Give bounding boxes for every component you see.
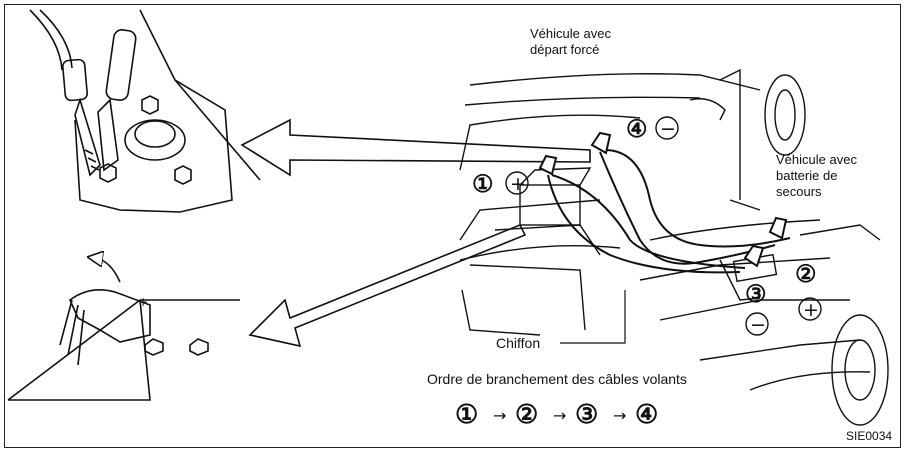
order-title: Ordre de branchement des câbles volants — [427, 371, 687, 387]
label-rag: Chiffon — [496, 335, 540, 351]
label-vehicle-backup: Véhicule avec batterie de secours — [776, 152, 857, 199]
connection-sequence: ① → ② → ③ → ④ — [455, 399, 658, 429]
battery-terminal-icon: + — [7, 258, 240, 401]
label-line: départ forcé — [530, 42, 599, 57]
car-engine-bay-icon — [459, 68, 889, 426]
callout-sign: − — [750, 314, 766, 336]
callout-number: ② — [795, 261, 817, 288]
callout-3: ③ − — [745, 281, 769, 336]
sign-circle — [655, 116, 679, 140]
callout-2: ② + — [795, 261, 822, 321]
label-line: Véhicule avec — [776, 152, 857, 167]
label-line: secours — [776, 184, 822, 199]
callout-1: ① + — [472, 171, 529, 198]
sign-circle — [505, 171, 529, 195]
sequence-arrow: → — [553, 406, 566, 425]
figure-code: SIE0034 — [846, 429, 892, 443]
sign-circle — [798, 297, 822, 321]
sequence-step-4: ④ — [635, 399, 658, 429]
callout-4: ④ − — [626, 116, 679, 143]
jumper-cable-icon — [538, 131, 791, 344]
callout-number: ③ — [745, 281, 767, 308]
svg-text:+: + — [138, 295, 148, 309]
callout-sign: + — [803, 299, 819, 321]
sequence-step-2: ② — [515, 399, 538, 429]
callout-sign: + — [510, 173, 526, 195]
clamp-closeup-icon — [29, 9, 261, 213]
sequence-arrow: → — [613, 406, 626, 425]
label-line: batterie de — [776, 168, 837, 183]
label-vehicle-forced: Véhicule avec départ forcé — [530, 26, 611, 57]
callout-number: ④ — [626, 116, 648, 143]
pointer-arrow-icon — [240, 118, 591, 348]
figure-frame — [4, 4, 901, 448]
sequence-arrow: → — [493, 406, 506, 425]
sequence-step-3: ③ — [575, 399, 598, 429]
sign-circle — [745, 312, 769, 336]
callout-sign: − — [660, 118, 676, 140]
callout-number: ① — [472, 171, 494, 198]
sequence-step-1: ① — [455, 399, 478, 429]
label-line: Véhicule avec — [530, 26, 611, 41]
